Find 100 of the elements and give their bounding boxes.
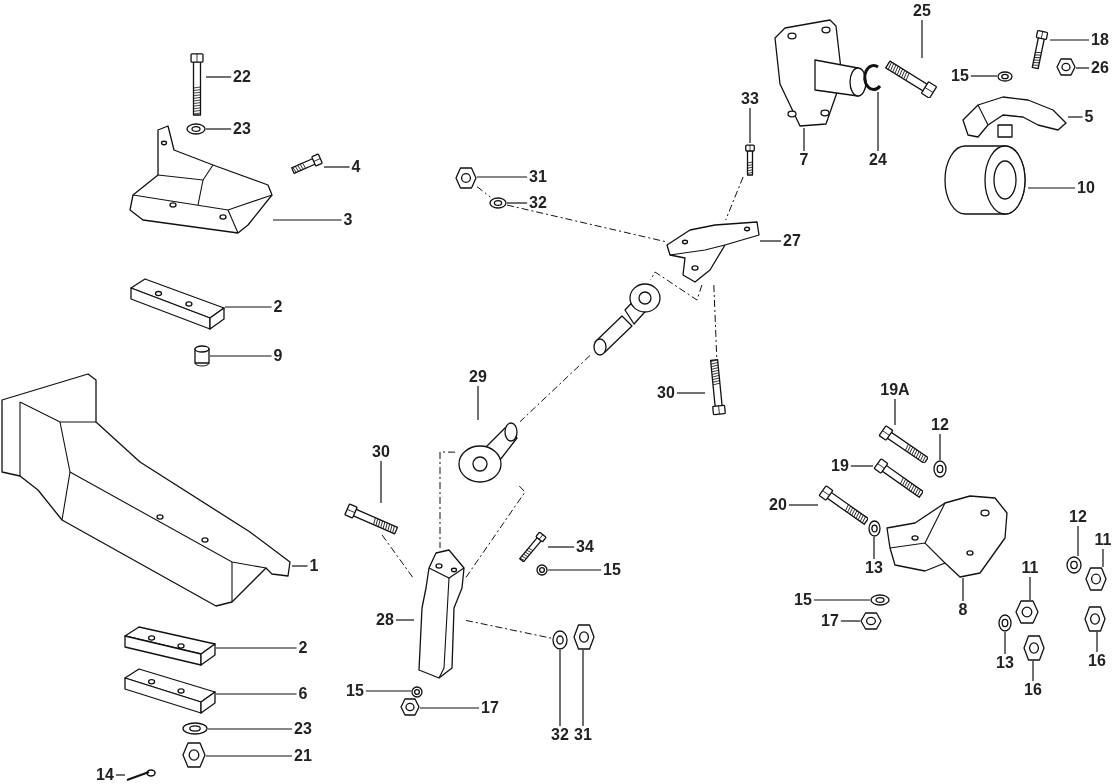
callout-number: 22	[232, 68, 252, 86]
leader-line	[803, 127, 805, 152]
leader-line	[224, 306, 273, 308]
hex-nut-drawing	[182, 742, 206, 768]
callout-number: 30	[656, 384, 676, 402]
leader-line	[477, 385, 479, 421]
cotter-pin-drawing	[125, 768, 157, 782]
assembly-centerline	[725, 176, 744, 221]
washer-drawing	[1066, 556, 1082, 574]
assembly-centerline	[439, 451, 456, 549]
callout-number: 31	[573, 726, 593, 744]
callout-number: 13	[995, 654, 1015, 672]
leader-line	[559, 649, 561, 727]
callout-number: 4	[350, 158, 362, 176]
callout-number: 15	[950, 67, 970, 85]
washer-drawing	[997, 71, 1013, 82]
callout-number: 21	[293, 747, 313, 765]
hex-nut-drawing	[400, 698, 420, 716]
bolt-drawing	[885, 58, 937, 98]
callout-number: 6	[297, 685, 309, 703]
washer-drawing	[868, 520, 881, 537]
assembly-centerline	[476, 186, 491, 198]
callout-number: 15	[793, 591, 813, 609]
callout-number: 31	[528, 168, 548, 186]
leader-line	[1075, 67, 1090, 69]
leader-line	[419, 707, 480, 709]
leader-line	[749, 107, 751, 144]
callout-number: 14	[95, 766, 115, 784]
callout-number: 9	[272, 347, 284, 365]
callout-number: 15	[602, 561, 622, 579]
bolt-drawing	[873, 458, 923, 498]
washer-drawing	[998, 614, 1012, 632]
callout-number: 34	[575, 538, 595, 556]
leader-line	[676, 392, 706, 394]
callout-number: 19A	[879, 381, 911, 399]
callout-number: 27	[782, 232, 802, 250]
callout-number: 26	[1090, 59, 1110, 77]
leader-line	[215, 647, 298, 649]
leader-line	[1032, 660, 1034, 682]
callout-number: 15	[345, 682, 365, 700]
leader-line	[365, 690, 412, 692]
assembly-centerline	[465, 619, 553, 639]
callout-number: 16	[1023, 681, 1043, 699]
callout-number: 32	[550, 726, 570, 744]
leader-line	[759, 240, 782, 242]
leader-line	[939, 433, 941, 461]
callout-number: 13	[864, 559, 884, 577]
leader-line	[877, 91, 879, 152]
leader-line	[1102, 548, 1104, 568]
callout-number: 32	[528, 194, 548, 212]
leader-line	[840, 620, 861, 622]
assembly-centerline	[465, 484, 526, 578]
callout-number: 30	[371, 443, 391, 461]
callout-number: 19	[830, 457, 850, 475]
leader-line	[215, 693, 298, 695]
leader-line	[582, 649, 584, 727]
washer-drawing	[182, 722, 208, 735]
bracket-drawing	[885, 493, 1010, 578]
callout-number: 7	[798, 151, 810, 169]
hex-nut-drawing	[455, 167, 477, 189]
hex-nut-drawing	[1015, 600, 1039, 624]
assembly-centerline	[649, 271, 703, 301]
leader-line	[962, 577, 964, 602]
callout-number: 16	[1087, 652, 1107, 670]
leader-line	[323, 166, 351, 168]
callout-number: 2	[297, 639, 309, 657]
callout-number: 11	[1020, 559, 1040, 577]
callout-number: 18	[1090, 31, 1110, 49]
callout-number: 8	[957, 601, 969, 619]
leader-line	[547, 569, 602, 571]
washer-drawing	[870, 594, 890, 606]
leader-line	[894, 398, 896, 426]
leader-line	[788, 504, 819, 506]
bolt-drawing	[743, 143, 757, 177]
callout-number: 17	[480, 699, 500, 717]
callout-number: 25	[912, 2, 932, 20]
callout-number: 23	[293, 720, 313, 738]
leader-line	[1027, 187, 1076, 189]
callout-number: 23	[232, 120, 252, 138]
washer-drawing	[489, 197, 507, 209]
callout-number: 10	[1076, 179, 1096, 197]
leader-line	[205, 755, 293, 757]
leader-line	[970, 75, 998, 77]
callout-number: 11	[1093, 531, 1113, 549]
callout-number: 12	[1068, 508, 1088, 526]
leader-line	[506, 202, 528, 204]
leader-line	[207, 728, 293, 730]
washer-drawing	[186, 123, 206, 135]
leader-line	[1096, 631, 1098, 653]
hex-nut-drawing	[1084, 606, 1106, 632]
ball-joint-drawing	[455, 420, 520, 485]
spacer-drawing	[194, 345, 210, 367]
callout-number: 5	[1083, 108, 1095, 126]
leader-line	[547, 546, 575, 548]
leader-line	[380, 460, 382, 504]
leader-line	[850, 465, 874, 467]
callout-number: 2	[272, 298, 284, 316]
leader-line	[1004, 631, 1006, 655]
plate-drawing	[124, 626, 216, 666]
assembly-centerline	[381, 534, 415, 580]
